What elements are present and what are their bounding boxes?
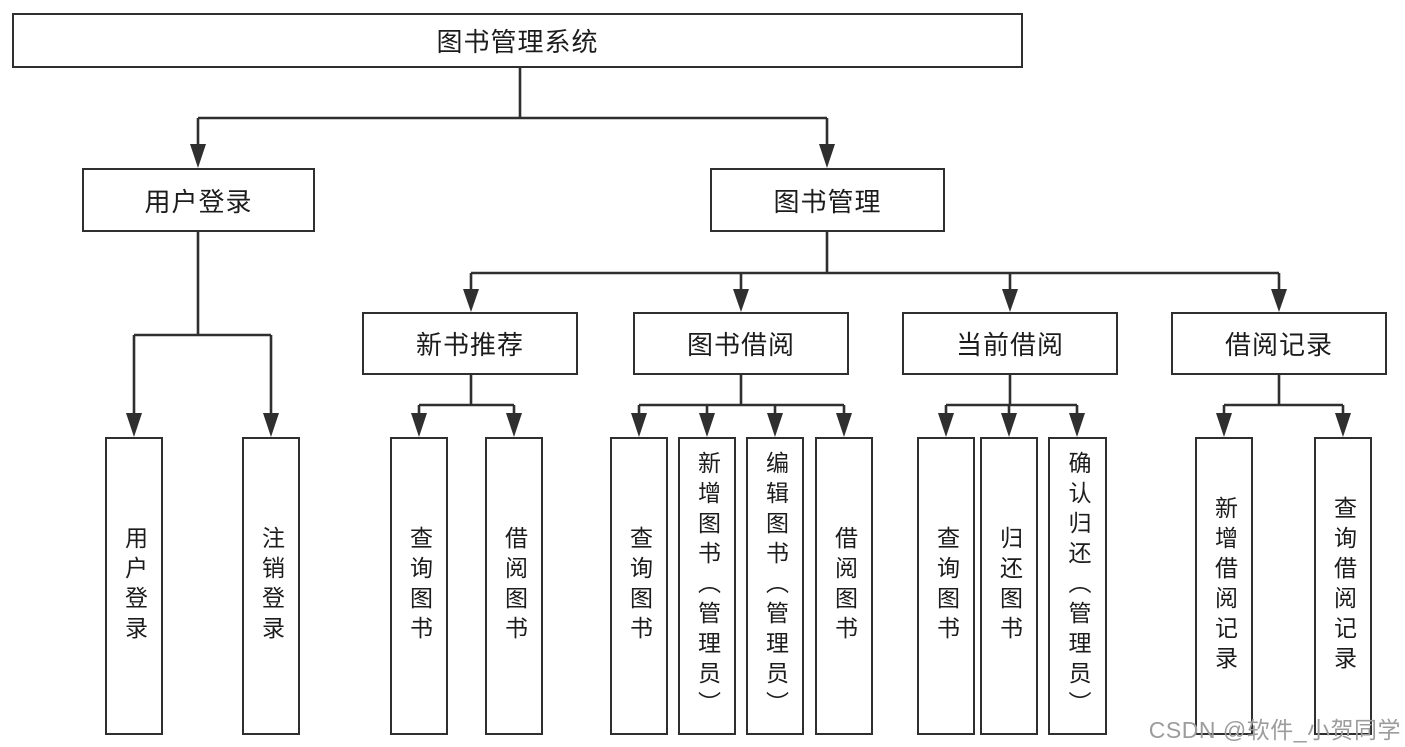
node-root-label: 图书管理系统	[436, 27, 599, 57]
leaf-query-borrow-record: 查询借阅记录	[1314, 437, 1372, 735]
arrowhead	[699, 413, 715, 437]
arrowhead	[631, 413, 647, 437]
leaf-edit-books-admin: 编辑图书（管理员）	[746, 437, 804, 735]
leaf-add-books-admin-label: 新增图书（管理员）	[694, 451, 721, 721]
leaf-user-login-label: 用户登录	[121, 526, 148, 646]
connector-root-branch	[196, 68, 829, 146]
leaf-confirm-return-admin: 确认归还（管理员）	[1048, 437, 1107, 735]
connector-current-borrow-branch	[944, 375, 1079, 416]
node-book-management: 图书管理	[710, 168, 945, 232]
arrowhead	[819, 144, 835, 168]
node-borrowing-records: 借阅记录	[1171, 312, 1387, 375]
arrowhead	[733, 289, 749, 312]
node-book-borrowing: 图书借阅	[633, 312, 849, 375]
leaf-add-borrow-record-label: 新增借阅记录	[1211, 496, 1238, 676]
arrowhead	[1069, 413, 1085, 437]
leaf-recommend-query-books: 查询图书	[390, 437, 448, 735]
leaf-recommend-query-books-label: 查询图书	[406, 526, 433, 646]
leaf-edit-books-admin-label: 编辑图书（管理员）	[762, 451, 789, 721]
leaf-confirm-return-admin-label: 确认归还（管理员）	[1065, 451, 1091, 721]
csdn-watermark: CSDN @软件_小贺同学	[1148, 717, 1401, 743]
leaf-return-books-label: 归还图书	[996, 526, 1023, 646]
leaf-borrow-query-books-label: 查询图书	[626, 526, 653, 646]
arrowhead	[506, 413, 522, 437]
leaf-add-borrow-record: 新增借阅记录	[1195, 437, 1253, 735]
leaf-return-books: 归还图书	[980, 437, 1038, 735]
leaf-borrow-query-books: 查询图书	[610, 437, 668, 735]
arrowhead	[263, 413, 279, 437]
node-user-login: 用户登录	[82, 168, 315, 232]
arrowhead	[1001, 413, 1017, 437]
leaf-add-books-admin: 新增图书（管理员）	[678, 437, 736, 735]
connector-user-login-branch	[132, 232, 273, 415]
arrowhead	[1271, 289, 1287, 312]
arrowhead	[190, 144, 206, 168]
arrowhead	[836, 413, 852, 437]
node-new-book-recommend: 新书推荐	[362, 312, 578, 375]
arrowhead	[767, 413, 783, 437]
node-book-borrowing-label: 图书借阅	[686, 330, 795, 360]
arrowhead	[1216, 413, 1232, 437]
arrowhead	[411, 413, 427, 437]
node-new-book-recommend-label: 新书推荐	[415, 330, 524, 360]
leaf-recommend-borrow-books-label: 借阅图书	[501, 526, 528, 646]
arrowhead	[1335, 413, 1351, 437]
leaf-recommend-borrow-books: 借阅图书	[485, 437, 543, 735]
connector-book-borrow-branch	[637, 375, 846, 416]
node-user-login-label: 用户登录	[144, 186, 253, 217]
leaf-logout-label: 注销登录	[258, 526, 285, 646]
connector-borrow-record-branch	[1222, 375, 1345, 416]
leaf-user-login: 用户登录	[105, 437, 163, 735]
arrowhead	[938, 413, 954, 437]
connector-book-mgmt-branch	[469, 232, 1281, 291]
leaf-borrow-books: 借阅图书	[815, 437, 873, 735]
arrowhead	[1002, 289, 1018, 312]
leaf-logout: 注销登录	[242, 437, 300, 735]
arrowhead	[126, 413, 142, 437]
node-borrowing-records-label: 借阅记录	[1224, 330, 1333, 360]
leaf-current-query-books-label: 查询图书	[933, 526, 960, 646]
arrowhead	[463, 289, 479, 312]
leaf-current-query-books: 查询图书	[917, 437, 975, 735]
node-current-borrowing-label: 当前借阅	[955, 330, 1064, 360]
connector-new-book-branch	[417, 375, 516, 416]
node-book-management-label: 图书管理	[773, 186, 882, 217]
leaf-borrow-books-label: 借阅图书	[831, 526, 858, 646]
node-root: 图书管理系统	[12, 13, 1023, 68]
leaf-query-borrow-record-label: 查询借阅记录	[1330, 496, 1357, 676]
node-current-borrowing: 当前借阅	[902, 312, 1118, 375]
